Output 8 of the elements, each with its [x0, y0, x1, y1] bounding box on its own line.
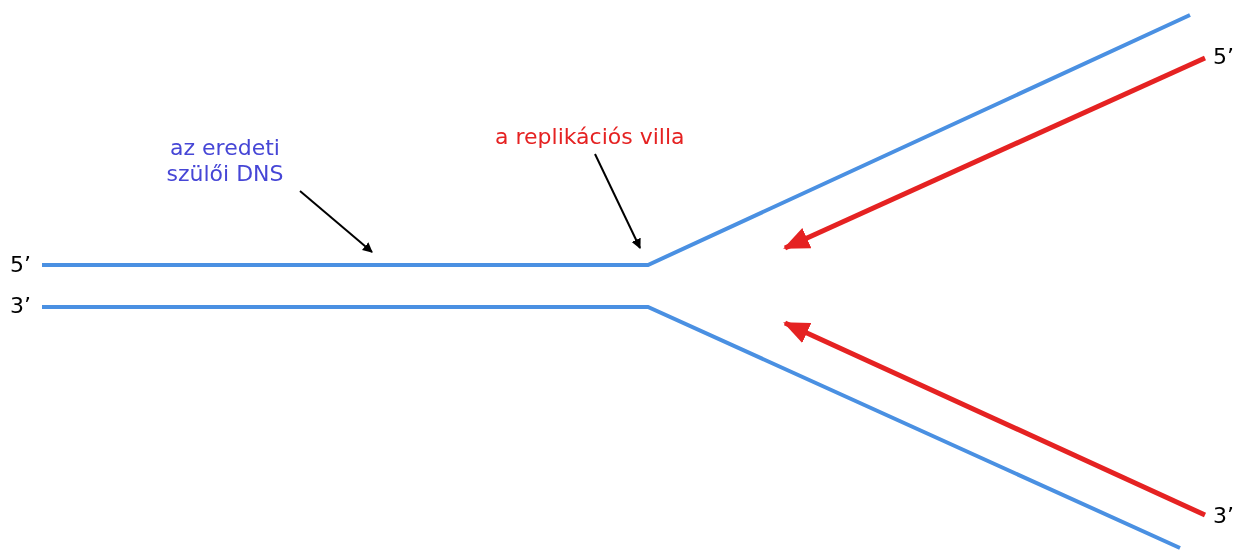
strand-end-label: 3’ — [1213, 503, 1234, 529]
callout-text: az eredeti szülői DNS — [150, 135, 300, 187]
strand-end-label: 3’ — [10, 293, 31, 319]
leader-line — [299, 190, 373, 253]
leader-line — [594, 153, 641, 249]
strand-end-label: 5’ — [1213, 44, 1234, 70]
strand-end-label: 5’ — [10, 252, 31, 278]
callout-text: a replikációs villa — [495, 124, 745, 150]
